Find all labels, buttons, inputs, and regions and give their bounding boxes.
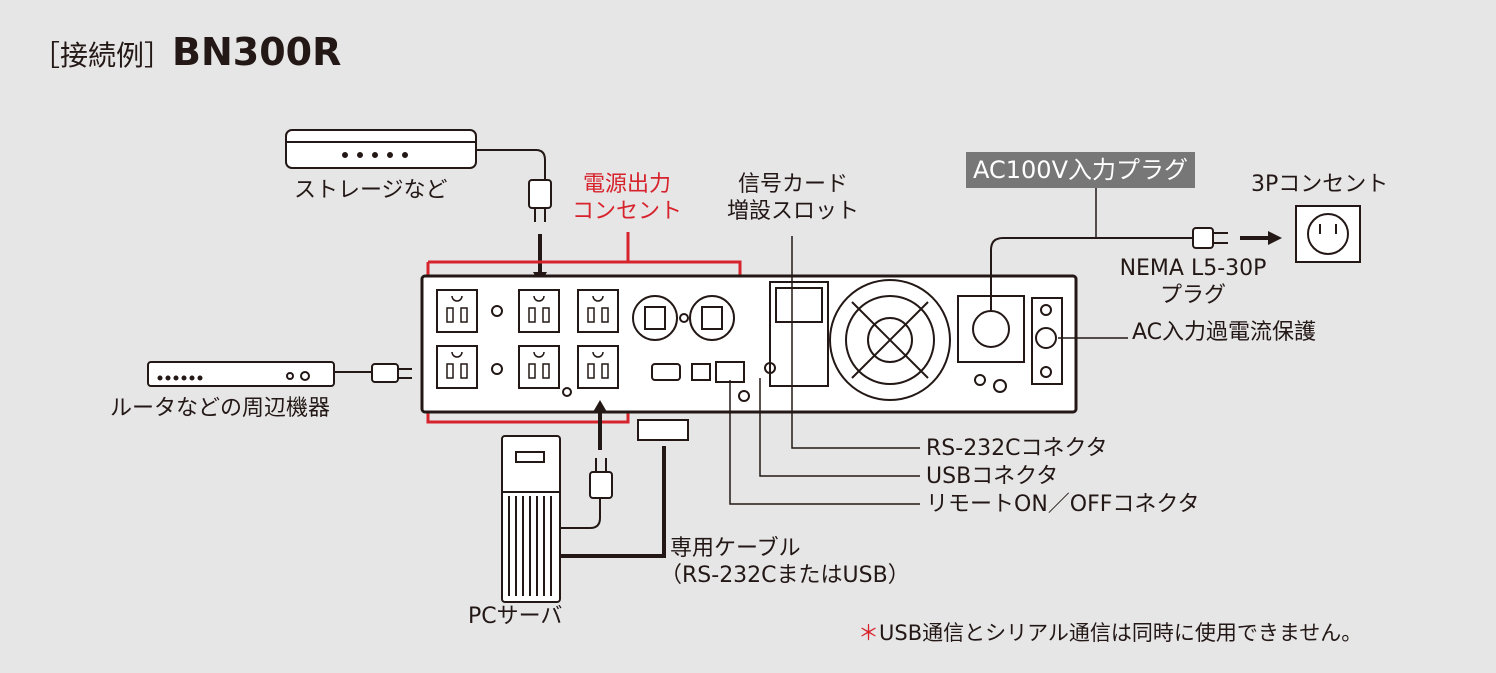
pc-server-label: PCサーバ (468, 604, 563, 629)
ac-input-cord (990, 237, 1193, 312)
router-device (147, 361, 412, 387)
outlet-label-line1: 電源出力 (582, 172, 671, 197)
usb-label: USBコネクタ (926, 464, 1059, 489)
router-label: ルータなどの周辺機器 (110, 396, 331, 421)
ac-input-plug-label: AC100V入力プラグ (966, 152, 1195, 188)
receptacle-3p (1295, 205, 1361, 263)
nema-label-line1: NEMA L5-30P (1119, 256, 1267, 281)
signal-card-label-line2: 増設スロット (726, 199, 859, 224)
nema-label-line2: プラグ (1159, 283, 1226, 308)
cable-label-line1: 専用ケーブル (670, 536, 801, 561)
cable-label-line2: （RS-232CまたはUSB） (660, 563, 910, 588)
note-text: USB通信とシリアル通信は同時に使用できません。 (879, 621, 1363, 645)
outlet-label-line2: コンセント (571, 199, 682, 224)
page-title: ［接続例］BN300R (32, 30, 341, 74)
nema-plug (1192, 227, 1228, 249)
storage-device (285, 129, 546, 180)
note: ＊USB通信とシリアル通信は同時に使用できません。 (858, 620, 1362, 646)
ac-overcurrent-label: AC入力過電流保護 (1132, 320, 1317, 345)
storage-plug (528, 179, 552, 222)
receptacle-3p-label: 3Pコンセント (1251, 172, 1389, 197)
title-prefix: ［接続例］ (32, 39, 173, 72)
rs232c-label: RS-232Cコネクタ (926, 436, 1108, 461)
ups-rear-panel (420, 274, 1078, 414)
connector-leaders (729, 236, 920, 505)
title-model: BN300R (172, 30, 342, 74)
note-mark: ＊ (858, 621, 879, 645)
pc-server (501, 400, 689, 603)
signal-card-label-line1: 信号カード (737, 172, 848, 197)
remote-label: リモートON／OFFコネクタ (926, 492, 1200, 517)
fan-icon (829, 279, 951, 401)
storage-label: ストレージなど (294, 178, 448, 203)
